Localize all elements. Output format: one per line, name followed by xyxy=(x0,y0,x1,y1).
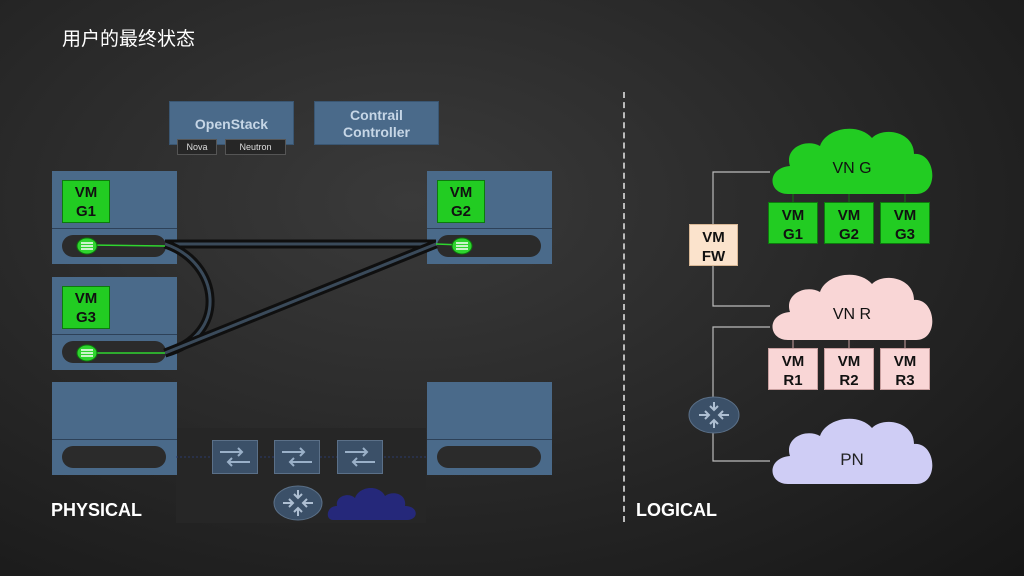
vm-g1[interactable]: VM G1 xyxy=(62,180,110,223)
vn-r-cloud-shape xyxy=(772,274,933,340)
switch-icon-3 xyxy=(337,440,383,474)
vm-g3-label: VM G3 xyxy=(74,290,98,326)
router-icon-logical[interactable] xyxy=(688,396,740,434)
nova-box[interactable]: Nova xyxy=(177,139,217,155)
vm-g2-label: VM G2 xyxy=(449,184,473,220)
vn-g-label: VN G xyxy=(832,160,872,177)
server-5 xyxy=(427,382,552,475)
neutron-box[interactable]: Neutron xyxy=(225,139,286,155)
vn-g-cloud-shape xyxy=(772,128,933,194)
switch-icon-2 xyxy=(274,440,320,474)
vm-g1-label: VM G1 xyxy=(74,184,98,220)
vn-g-cloud[interactable]: VN G xyxy=(768,124,936,196)
provider-cloud-icon xyxy=(327,487,416,520)
pn-cloud-shape xyxy=(772,418,933,484)
logical-vm-r3[interactable]: VM R3 xyxy=(880,348,930,390)
vn-r-cloud[interactable]: VN R xyxy=(768,270,936,342)
server-3 xyxy=(52,382,177,475)
vrouter-icon-2 xyxy=(76,344,98,362)
vn-r-label: VN R xyxy=(832,306,872,323)
divider xyxy=(623,92,625,522)
switch-icon-1 xyxy=(212,440,258,474)
openstack-box[interactable]: OpenStack xyxy=(169,101,294,145)
pn-label: PN xyxy=(840,450,864,469)
tunnel-g3-g2 xyxy=(163,239,438,358)
logical-vm-r2[interactable]: VM R2 xyxy=(824,348,874,390)
openstack-title: OpenStack xyxy=(194,116,269,132)
contrail-controller-box[interactable]: Contrail Controller xyxy=(314,101,439,145)
pn-cloud[interactable]: PN xyxy=(768,414,936,486)
logical-vm-g3[interactable]: VM G3 xyxy=(880,202,930,244)
logical-label: LOGICAL xyxy=(636,500,717,520)
logical-vm-r1[interactable]: VM R1 xyxy=(768,348,818,390)
vm-fw[interactable]: VM FW xyxy=(689,224,738,266)
vm-g2[interactable]: VM G2 xyxy=(437,180,485,223)
page-title: 用户的最终状态 xyxy=(62,28,196,50)
vm-g3[interactable]: VM G3 xyxy=(62,286,110,329)
vrouter-icon-1 xyxy=(76,237,98,255)
physical-label: PHYSICAL xyxy=(51,500,143,520)
logical-vm-g1[interactable]: VM G1 xyxy=(768,202,818,244)
router-icon-physical xyxy=(273,485,323,521)
logical-vm-g2[interactable]: VM G2 xyxy=(824,202,874,244)
vrouter-icon-3 xyxy=(451,237,473,255)
